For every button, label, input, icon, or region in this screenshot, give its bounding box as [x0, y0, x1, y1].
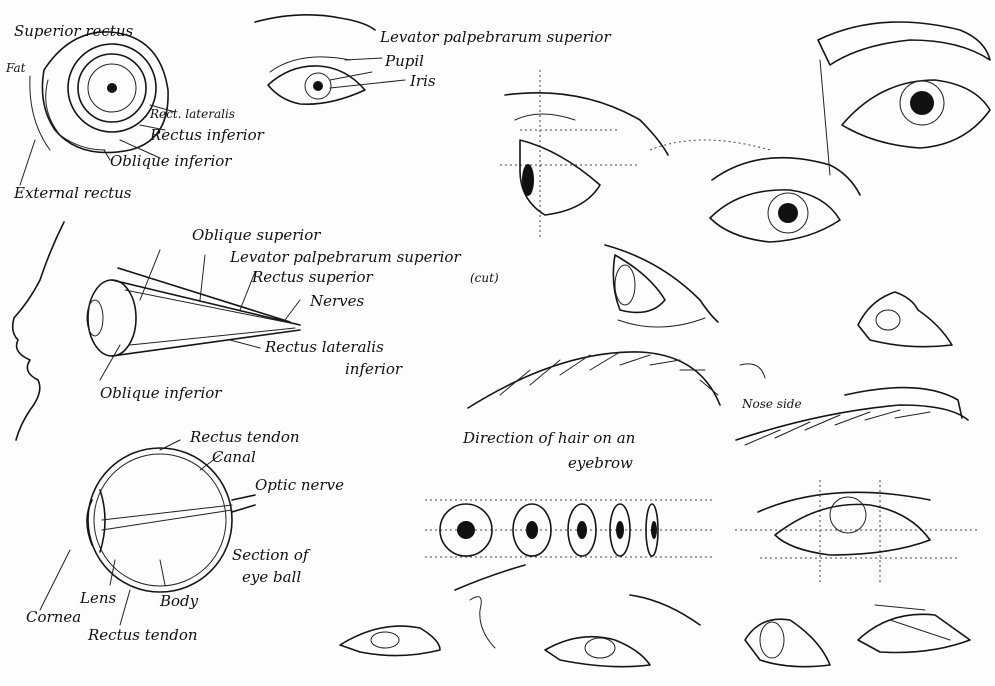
- label-cornea: Cornea: [26, 608, 81, 626]
- eyebrow-hair-left: [468, 352, 720, 408]
- label-body: Body: [159, 592, 199, 610]
- small-eye-right: [858, 292, 952, 347]
- profile-eye-perspective: [500, 70, 668, 240]
- label-section-line1: Section of: [232, 546, 311, 564]
- large-front-eye: [818, 22, 990, 175]
- label-rectus-lateralis: Rectus lateralis: [264, 338, 384, 356]
- label-fat: Fat: [5, 61, 26, 75]
- label-oblique-inferior-mid: Oblique inferior: [100, 384, 222, 402]
- label-oblique-superior: Oblique superior: [192, 226, 321, 244]
- label-nerves: Nerves: [309, 292, 365, 310]
- label-inferior: inferior: [345, 360, 403, 378]
- label-lens: Lens: [79, 589, 116, 607]
- label-levator-top: Levator palpebrarum superior: [379, 28, 611, 46]
- lower-side-eye: [605, 245, 718, 327]
- eye-construction-lines: [735, 480, 980, 585]
- label-superior-rectus: Superior rectus: [14, 22, 133, 40]
- label-iris: Iris: [409, 72, 436, 90]
- eyeball-section: [40, 440, 255, 625]
- label-rectus-superior: Rectus superior: [251, 268, 374, 286]
- label-direction-line2: eyebrow: [568, 454, 633, 472]
- label-oblique-inferior-top: Oblique inferior: [110, 152, 232, 170]
- label-rectus-tendon-top: Rectus tendon: [189, 428, 300, 446]
- label-external-rectus: External rectus: [13, 184, 132, 202]
- label-rect-lateralis: Rect. lateralis: [149, 107, 235, 121]
- label-rectus-tendon-bottom: Rectus tendon: [87, 626, 198, 644]
- label-cut: (cut): [470, 271, 499, 285]
- iris-perspective-row: [425, 500, 712, 557]
- label-nose-side: Nose side: [741, 397, 802, 411]
- bottom-eye-sketches: [340, 565, 970, 667]
- label-canal: Canal: [212, 448, 256, 466]
- label-optic-nerve: Optic nerve: [255, 476, 344, 494]
- label-levator-mid: Levator palpebrarum superior: [229, 248, 461, 266]
- label-section-line2: eye ball: [242, 568, 301, 586]
- face-profile-outline: [13, 222, 64, 440]
- label-pupil: Pupil: [384, 52, 424, 70]
- label-rectus-inferior: Rectus inferior: [149, 126, 265, 144]
- label-direction-line1: Direction of hair on an: [462, 429, 635, 447]
